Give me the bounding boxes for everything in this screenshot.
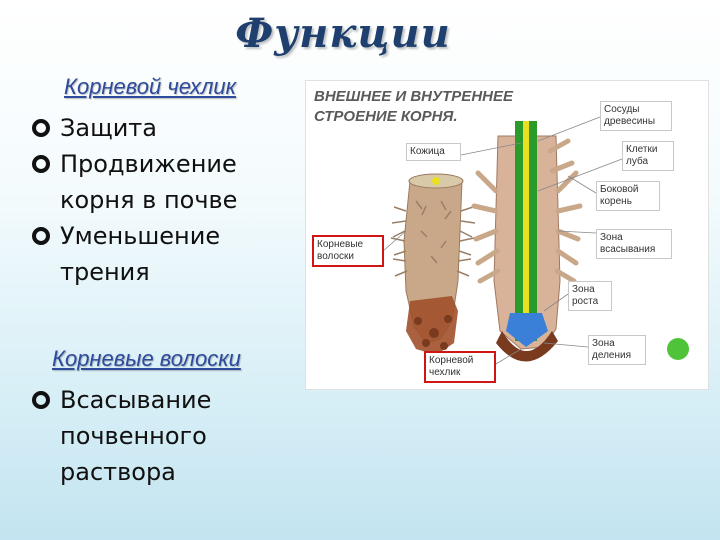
root-cap-functions-list: Защита Продвижение корня в почве Уменьше… xyxy=(32,110,282,290)
label-lateral-root: Боковой корень xyxy=(596,181,660,211)
label-skin: Кожица xyxy=(406,143,461,161)
bullet-ring-icon xyxy=(32,119,50,137)
bullet-ring-icon xyxy=(32,391,50,409)
leader-lines xyxy=(382,116,623,365)
label-phloem-cells: Клетки луба xyxy=(622,141,674,171)
external-root-drawing xyxy=(390,173,476,355)
list-item: Всасывание почвенного раствора xyxy=(32,382,252,490)
label-absorption-zone: Зона всасывания xyxy=(596,229,672,259)
label-growth-zone: Зона роста xyxy=(568,281,612,311)
heading-root-cap: Корневой чехлик xyxy=(64,74,237,99)
accent-dot xyxy=(667,338,689,360)
section-root-drawing xyxy=(471,121,583,362)
label-vessels: Сосуды древесины xyxy=(600,101,672,131)
label-division-zone: Зона деления xyxy=(588,335,646,365)
root-hairs-functions-list: Всасывание почвенного раствора xyxy=(32,382,252,490)
list-item: Защита xyxy=(32,110,282,146)
list-item: Продвижение корня в почве xyxy=(32,146,282,218)
diagram-title: ВНЕШНЕЕ И ВНУТРЕННЕЕ СТРОЕНИЕ КОРНЯ. xyxy=(314,88,513,125)
label-root-cap: Корневой чехлик xyxy=(424,351,496,383)
root-structure-diagram: ВНЕШНЕЕ И ВНУТРЕННЕЕ СТРОЕНИЕ КОРНЯ. Сос… xyxy=(305,80,709,390)
bullet-ring-icon xyxy=(32,227,50,245)
list-item: Уменьшение трения xyxy=(32,218,282,290)
heading-root-hairs: Корневые волоски xyxy=(52,346,241,371)
slide-title: Функции xyxy=(235,10,451,57)
root-illustration xyxy=(382,116,689,365)
bullet-ring-icon xyxy=(32,155,50,173)
label-root-hairs: Корневые волоски xyxy=(312,235,384,267)
